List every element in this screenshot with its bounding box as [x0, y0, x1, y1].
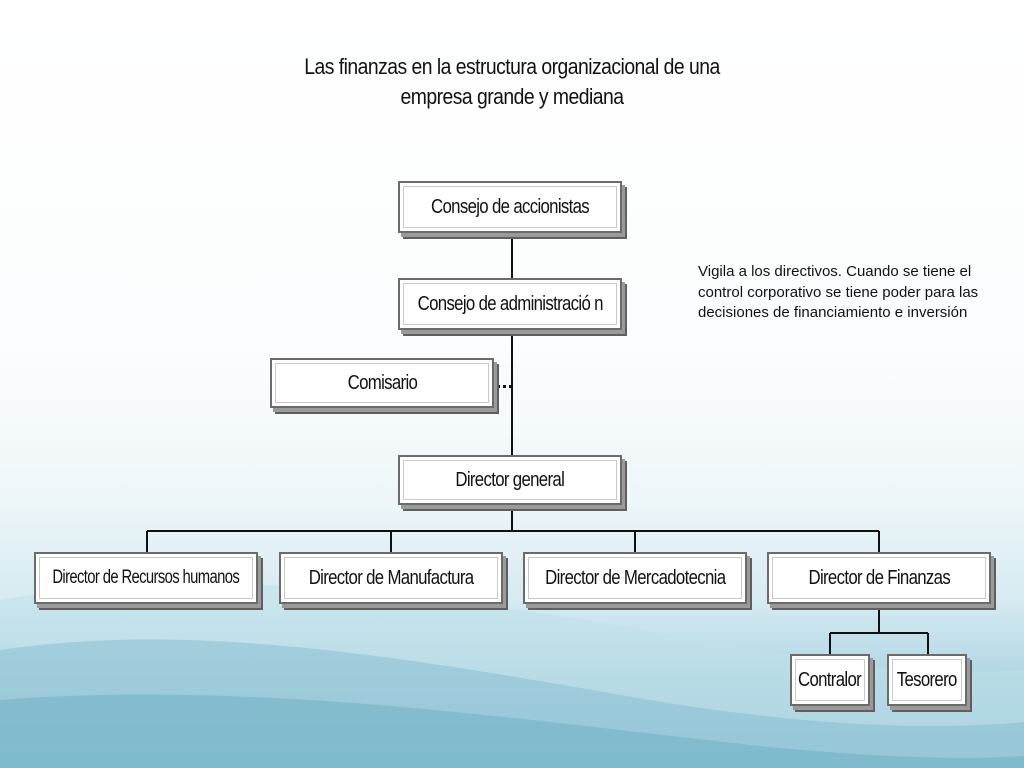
comisario-note: Vigila a los directivos. Cuando se tiene…	[698, 263, 979, 321]
box-director-mercadotecnia: Director de Mercadotecnia	[523, 552, 747, 604]
slide-title-line-1: Las finanzas en la estructura organizaci…	[304, 54, 720, 79]
comisario-dotted-connector	[497, 385, 512, 388]
label-director-finanzas: Director de Finanzas	[808, 566, 950, 589]
box-contralor: Contralor	[790, 654, 870, 706]
box-consejo-administracion: Consejo de administració n	[398, 278, 622, 330]
box-tesorero: Tesorero	[887, 654, 967, 706]
label-director-manufactura: Director de Manufactura	[308, 566, 474, 589]
box-consejo-accionistas: Consejo de accionistas	[398, 181, 622, 233]
label-consejo-accionistas: Consejo de accionistas	[430, 195, 590, 218]
slide-title-line-2: empresa grande y mediana	[400, 84, 624, 109]
box-director-finanzas: Director de Finanzas	[767, 552, 991, 604]
label-tesorero: Tesorero	[896, 668, 958, 691]
label-contralor: Contralor	[798, 668, 862, 691]
box-comisario: Comisario	[270, 358, 494, 408]
label-comisario: Comisario	[347, 371, 417, 394]
label-director-general: Director general	[455, 468, 565, 491]
label-consejo-administracion: Consejo de administració n	[417, 292, 603, 315]
label-director-mercadotecnia: Director de Mercadotecnia	[544, 566, 726, 589]
box-director-rh: Director de Recursos humanos	[34, 552, 258, 604]
label-director-rh: Director de Recursos humanos	[52, 567, 240, 588]
slide-title: Las finanzas en la estructura organizaci…	[292, 52, 732, 112]
box-director-manufactura: Director de Manufactura	[279, 552, 503, 604]
box-director-general: Director general	[398, 455, 622, 505]
